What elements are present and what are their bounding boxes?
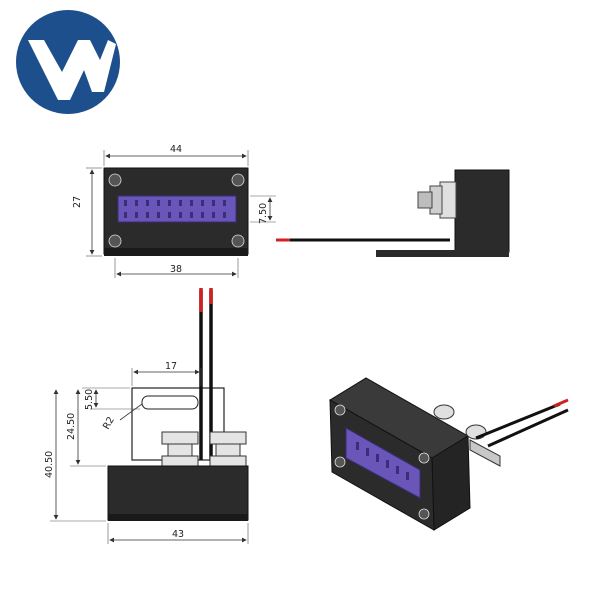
dim-total: 40.50 [44,451,55,478]
dim-window: 7.50 [258,203,269,224]
dim-slot: 5.50 [84,389,95,410]
dim-base: 43 [172,529,184,540]
brand-logo: YM [16,10,120,114]
front-view: 44 27 7.50 38 [72,144,276,278]
dim-hole-span: 38 [170,264,182,275]
side-view [276,169,510,257]
led-array [124,200,226,218]
bracket-view: 17 5.50 24.50 40.50 R2 43 [44,288,249,544]
nut-icon [161,431,247,469]
dim-radius: R2 [101,415,117,431]
screw-icon [108,173,245,248]
led-window [117,195,237,223]
dim-mid: 24.50 [66,413,77,440]
isometric-view [329,377,569,531]
dim-height: 27 [72,196,83,208]
dim-width: 44 [170,144,182,155]
dim-offset: 17 [165,361,177,372]
